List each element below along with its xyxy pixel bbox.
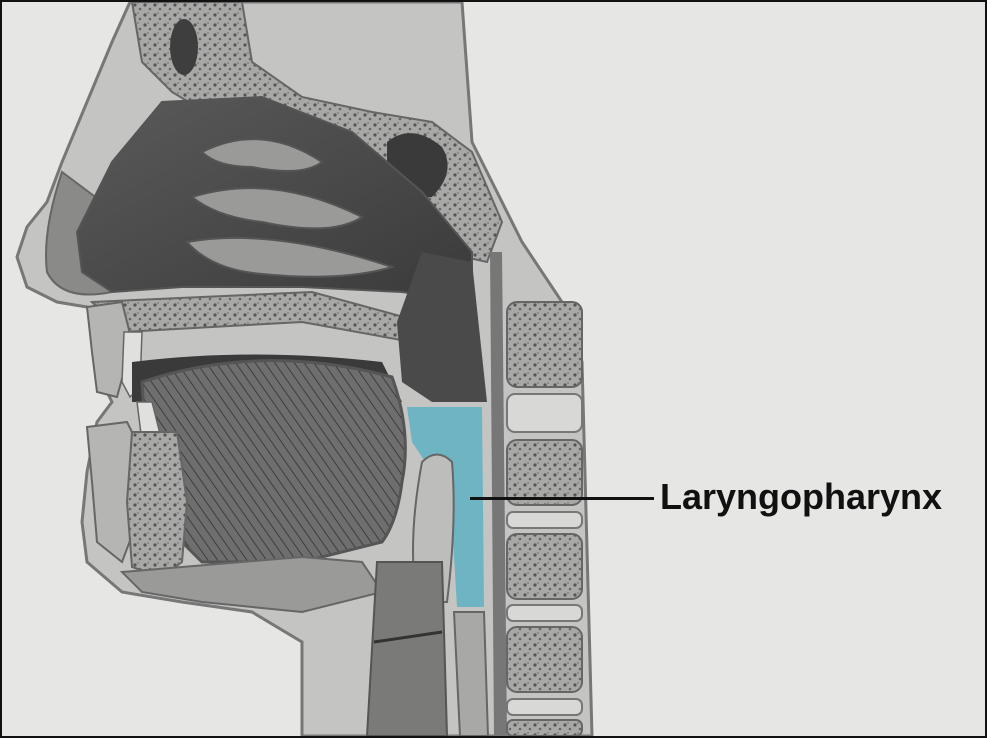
mandible xyxy=(127,432,187,577)
laryngopharynx-leader-line xyxy=(470,497,654,500)
larynx xyxy=(367,562,447,736)
cervical-spine xyxy=(507,302,582,736)
frontal-sinus xyxy=(170,19,198,75)
laryngopharynx-label: Laryngopharynx xyxy=(660,476,942,518)
esophagus xyxy=(454,612,488,736)
